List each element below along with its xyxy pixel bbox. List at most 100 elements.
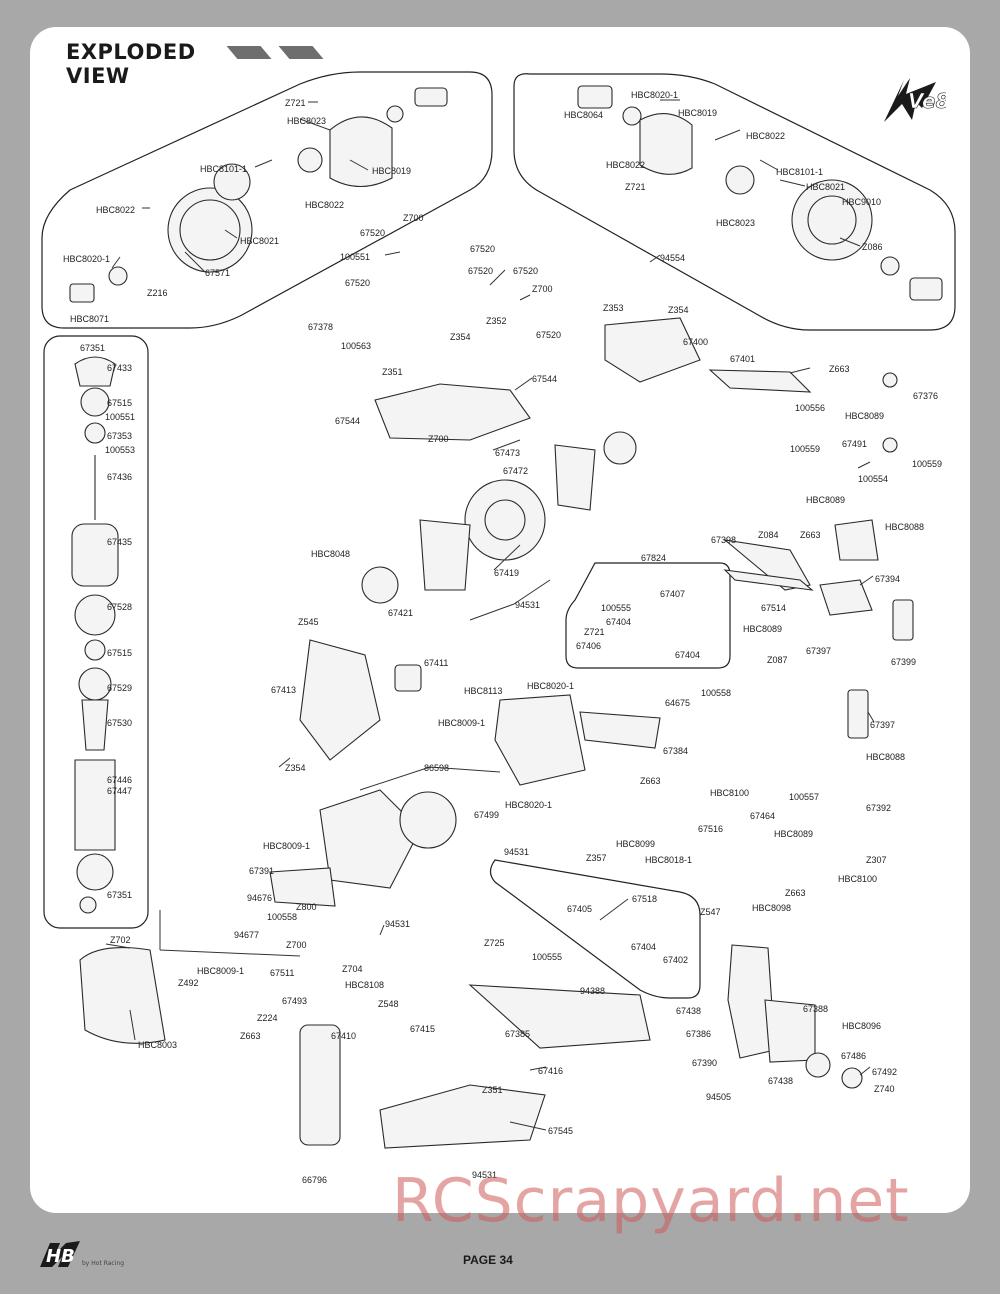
part-label: 100559 [790,444,821,454]
part-label: 67544 [335,416,361,426]
part-label: Z548 [378,999,399,1009]
part-label: 67516 [698,824,724,834]
page-number: PAGE 34 [463,1253,513,1267]
part-label: 67528 [107,602,133,612]
part-label: HBC8100 [710,788,750,798]
part-label: Z492 [178,978,199,988]
part-label: 67401 [730,354,756,364]
part-label: HBC8009-1 [263,841,311,851]
part-label: 67400 [683,337,709,347]
part-label: 67411 [424,658,449,668]
part-label: 67376 [913,391,939,401]
model-logo-text: Ve8 [908,89,946,113]
part-label: HBC8088 [866,752,906,762]
part-label: 100558 [701,688,732,698]
part-label: HBC8071 [70,314,110,324]
part-label: HBC8020-1 [631,90,679,100]
page-title: EXPLODED VIEW [66,40,196,88]
part-label: HBC8009-1 [438,718,486,728]
part-label: 94677 [234,930,260,940]
part-label: HBC8022 [606,160,646,170]
part-label: Z216 [147,288,168,298]
part-label: HBC8022 [305,200,345,210]
part-label: 67491 [842,439,868,449]
title-line-1: EXPLODED [66,40,196,64]
part-label: 67544 [532,374,558,384]
part-label: 100557 [789,792,820,802]
part-label: HBC8096 [842,1021,882,1031]
hb-brand-logo: HB by Hot Racing [40,1241,124,1267]
part-label: HBC8108 [345,980,385,990]
part-label: Z357 [586,853,607,863]
part-label: 94531 [385,919,411,929]
part-label: 67447 [107,786,133,796]
part-label: 67413 [271,685,297,695]
part-label: Z663 [800,530,821,540]
ve8-model-logo: Ve8 [884,78,946,122]
part-label: HBC8089 [806,495,846,505]
part-label: HBC8113 [464,686,503,696]
part-label: 67404 [606,617,632,627]
rear-differential-assembly [577,85,943,301]
part-label: 94554 [660,253,686,263]
part-label: 67499 [474,810,500,820]
front-differential-assembly [69,87,448,303]
part-label: Z084 [758,530,779,540]
part-label: Z702 [110,935,131,945]
part-label: 67397 [806,646,832,656]
part-label: Z545 [298,617,319,627]
part-label: 100559 [912,459,943,469]
part-label: 67529 [107,683,133,693]
part-label: 67388 [803,1004,829,1014]
part-label: Z663 [240,1031,261,1041]
part-label: 67415 [410,1024,436,1034]
part-label: Z740 [874,1084,895,1094]
part-label: HBC8089 [845,411,885,421]
part-label: 67518 [632,894,658,904]
front-suspension-assembly [299,372,914,1146]
part-label: 67520 [360,228,386,238]
driveshaft-group-outline [565,562,731,669]
part-label: 67351 [107,890,133,900]
part-label: 67433 [107,363,133,373]
part-label: Z700 [532,284,553,294]
part-label: HBC8100 [838,874,878,884]
part-label: 67438 [768,1076,794,1086]
part-label: 67436 [107,472,133,482]
part-label: HBC8023 [287,116,327,126]
part-label: 67378 [308,322,334,332]
part-label: 100563 [341,341,372,351]
part-label: 67824 [641,553,667,563]
part-label: 67384 [663,746,689,756]
part-label: 67515 [107,648,133,658]
part-label: HBC8020-1 [527,681,575,691]
part-label: 67421 [388,608,414,618]
part-label: 67530 [107,718,133,728]
leader-lines [105,99,875,1131]
part-label: 94531 [472,1170,498,1180]
part-label: 67446 [107,775,133,785]
part-label: 67473 [495,448,521,458]
part-label: Z725 [484,938,505,948]
part-label: HBC8099 [616,839,656,849]
part-label: 66796 [302,1175,328,1185]
part-label: 100555 [532,952,563,962]
part-label: Z721 [285,98,306,108]
part-label: 100551 [105,412,136,422]
part-label: Z547 [700,907,721,917]
part-label: 86598 [424,763,450,773]
part-label: Z721 [584,627,605,637]
part-label: 100553 [105,445,136,455]
part-label: HBC8089 [743,624,783,634]
part-label: Z354 [450,332,471,342]
part-label: Z354 [668,305,689,315]
part-label: 67397 [870,720,896,730]
part-label: Z354 [285,763,306,773]
part-label: HBC8098 [752,903,792,913]
part-label: 94531 [515,600,541,610]
part-label: Z663 [829,364,850,374]
part-label: HBC8009-1 [197,966,245,976]
part-label: 67493 [282,996,308,1006]
part-label: HBC8003 [138,1040,178,1050]
